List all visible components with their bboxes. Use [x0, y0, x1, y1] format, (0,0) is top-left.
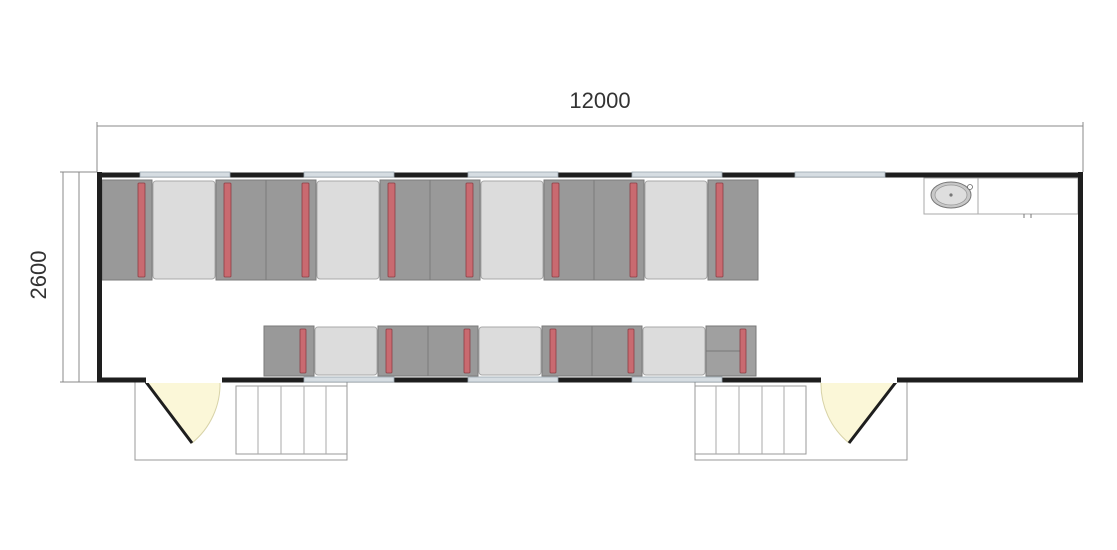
- table: [478, 326, 542, 376]
- seat-cushion: [385, 328, 393, 374]
- door-opening: [821, 377, 897, 383]
- width-dimension-label: 2600: [26, 251, 51, 300]
- steps: [235, 385, 348, 455]
- counter-top: [977, 177, 1079, 215]
- seat-cushion: [463, 328, 471, 374]
- steps: [694, 385, 807, 455]
- seat-cushion: [137, 182, 146, 278]
- seat-cushion: [551, 182, 560, 278]
- window: [139, 171, 231, 178]
- bench-seat: [263, 325, 315, 377]
- walls: [97, 172, 1083, 383]
- windows-top: [139, 171, 886, 178]
- seat-cushion: [739, 328, 747, 374]
- window: [794, 171, 886, 178]
- kitchen-counter: [923, 177, 1079, 218]
- seat-cushion: [299, 328, 307, 374]
- bench-seat: [541, 325, 593, 377]
- door-swing-arc: [144, 381, 221, 444]
- window: [303, 171, 395, 178]
- table: [642, 326, 706, 376]
- window: [631, 376, 723, 383]
- entrance-porch-left: [134, 381, 348, 461]
- window: [467, 171, 559, 178]
- seat-cushion: [627, 328, 635, 374]
- seat-cushion: [387, 182, 396, 278]
- windows-bottom: [146, 376, 897, 383]
- window: [303, 376, 395, 383]
- seat-cushion: [629, 182, 638, 278]
- entrance-door-right: [820, 381, 898, 444]
- length-dimension: 12000: [96, 88, 1084, 172]
- door-leaf: [144, 381, 194, 444]
- bench-seat: [215, 179, 267, 281]
- bench-seat: [377, 325, 429, 377]
- table: [644, 180, 708, 280]
- bench-seat: [707, 179, 759, 281]
- window: [467, 376, 559, 383]
- width-dimension: 2600: [26, 171, 97, 383]
- seating-row-top: [101, 179, 759, 281]
- table: [314, 326, 378, 376]
- length-dimension-label: 12000: [569, 88, 630, 113]
- table: [480, 180, 544, 280]
- seat-cushion: [301, 182, 310, 278]
- bench-seat: [427, 325, 479, 377]
- bench-seat: [543, 179, 595, 281]
- seat-cushion: [715, 182, 724, 278]
- table: [316, 180, 380, 280]
- door-leaf: [847, 381, 898, 444]
- seat-cushion: [549, 328, 557, 374]
- seat-cushion: [465, 182, 474, 278]
- door-swing-arc: [820, 381, 898, 444]
- seat-cushion: [223, 182, 232, 278]
- table: [152, 180, 216, 280]
- entrance-door-left: [144, 381, 221, 444]
- seating-row-bottom: [263, 325, 757, 377]
- bench-seat: [379, 179, 431, 281]
- bench-seat: [591, 325, 643, 377]
- door-opening: [146, 377, 222, 383]
- window: [631, 171, 723, 178]
- sink-icon: [930, 181, 973, 209]
